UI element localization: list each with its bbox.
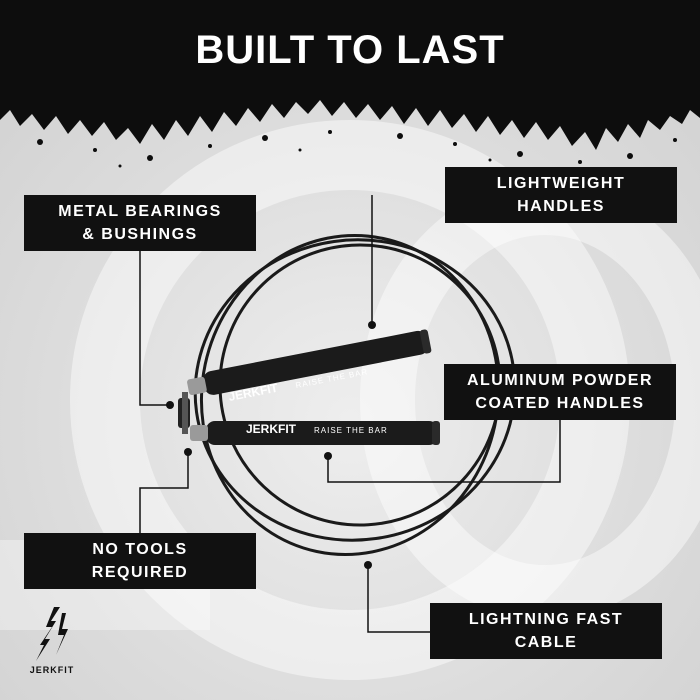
brand-name: JERKFIT xyxy=(29,665,75,675)
label-lightning-cable: LIGHTNING FAST CABLE xyxy=(430,603,662,659)
label-aluminum-handles: ALUMINUM POWDER COATED HANDLES xyxy=(444,364,676,420)
label-line: COATED HANDLES xyxy=(475,395,645,412)
jerkfit-logo-icon xyxy=(36,607,68,661)
cable-leader-line xyxy=(367,565,430,633)
leader-lines xyxy=(139,195,561,633)
label-line: ALUMINUM POWDER xyxy=(466,372,654,389)
swivel-bracket xyxy=(178,392,190,434)
no-tools-leader-line xyxy=(139,452,189,533)
label-line: REQUIRED xyxy=(91,564,189,581)
label-line: HANDLES xyxy=(517,198,605,215)
title-band xyxy=(0,0,700,95)
label-line: LIGHTNING FAST xyxy=(468,611,624,628)
grunge-edge xyxy=(0,80,700,168)
label-metal-bearings: METAL BEARINGS & BUSHINGS xyxy=(24,195,256,251)
label-line: LIGHTWEIGHT xyxy=(496,175,626,192)
label-line: & BUSHINGS xyxy=(82,226,198,243)
label-line: CABLE xyxy=(514,634,578,651)
label-lightweight-handles: LIGHTWEIGHT HANDLES xyxy=(445,167,677,223)
brand-logo-block: JERKFIT xyxy=(22,605,82,675)
lower-handle-brand: JERKFIT xyxy=(246,422,297,436)
lower-handle-slogan: RAISE THE BAR xyxy=(314,426,388,435)
bearings-leader-line xyxy=(139,251,170,406)
upper-handle xyxy=(187,329,432,396)
lower-handle xyxy=(190,421,440,445)
page-title: BUILT TO LAST xyxy=(195,28,505,72)
leader-dots xyxy=(166,321,376,569)
label-line: METAL BEARINGS xyxy=(58,203,222,220)
label-line: NO TOOLS xyxy=(92,541,188,558)
aluminum-leader-line xyxy=(327,420,561,483)
label-no-tools: NO TOOLS REQUIRED xyxy=(24,533,256,589)
